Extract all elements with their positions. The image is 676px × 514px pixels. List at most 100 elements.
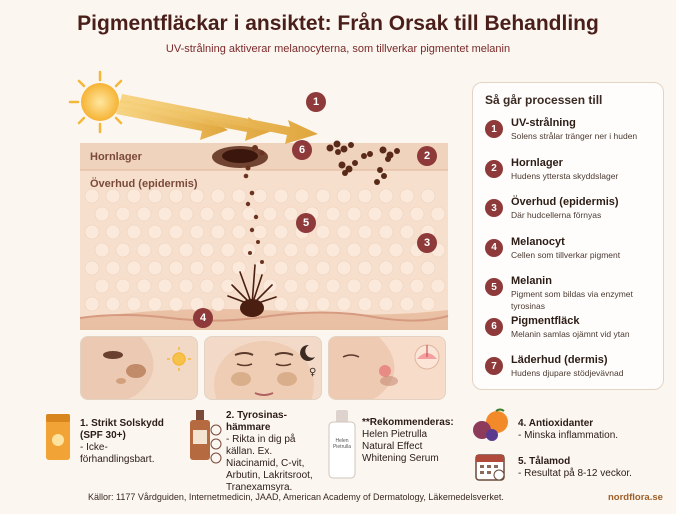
skin-cell	[84, 188, 100, 204]
skin-cell	[157, 206, 173, 222]
skin-cell	[126, 296, 142, 312]
skin-cell	[283, 278, 299, 294]
skin-cell	[178, 242, 194, 258]
skin-cell	[199, 278, 215, 294]
sun-icon	[68, 70, 132, 134]
tip-antioxidanter: 4. Antioxidanter - Minska inflammation.	[518, 418, 619, 441]
skin-cell	[399, 296, 415, 312]
skin-cell	[262, 242, 278, 258]
skin-cell	[189, 188, 205, 204]
skin-cell	[420, 188, 436, 204]
skin-cell	[409, 278, 425, 294]
skin-cell	[147, 296, 163, 312]
skin-cell	[357, 260, 373, 276]
skin-cell	[336, 224, 352, 240]
skin-cell	[346, 242, 362, 258]
serum-bottle-icon	[190, 410, 222, 464]
skin-cell	[304, 278, 320, 294]
skin-cell	[115, 206, 131, 222]
skin-cell	[273, 188, 289, 204]
skin-cell	[199, 242, 215, 258]
skin-cell	[84, 224, 100, 240]
skin-cell	[231, 224, 247, 240]
skin-cell	[126, 260, 142, 276]
tip-recommended: **Rekommenderas: Helen Pietrulla Natural…	[362, 417, 454, 464]
skin-cell	[105, 224, 121, 240]
skin-cell	[262, 206, 278, 222]
skin-cell	[283, 206, 299, 222]
skin-cell	[283, 242, 299, 258]
skin-cell	[178, 278, 194, 294]
melanin-trail	[243, 145, 265, 264]
skin-cell	[294, 296, 310, 312]
skin-cell	[210, 260, 226, 276]
skin-cell	[420, 296, 436, 312]
skin-cell	[430, 206, 446, 222]
skin-cell	[126, 224, 142, 240]
page-subtitle: UV-strålning aktiverar melanocyterna, so…	[165, 43, 511, 55]
skin-cell	[304, 242, 320, 258]
overhud-label: Överhud (epidermis)	[90, 178, 198, 190]
legend-item: 3 Överhud (epidermis)Där hudcellerna för…	[485, 196, 653, 236]
skin-cell	[147, 260, 163, 276]
skin-cell	[94, 206, 110, 222]
skin-cell	[241, 242, 257, 258]
skin-cell	[378, 296, 394, 312]
skin-cell	[294, 260, 310, 276]
skin-cell	[84, 260, 100, 276]
skin-cell	[210, 188, 226, 204]
skin-cell	[367, 206, 383, 222]
skin-cell	[168, 260, 184, 276]
moon-icon	[300, 344, 315, 361]
uv-rays	[116, 94, 318, 144]
marker-2: 2	[417, 146, 437, 166]
recommended-serum-bottle: Helen Pietrulla	[326, 410, 358, 480]
skin-cell	[273, 224, 289, 240]
skin-cell	[168, 224, 184, 240]
sun-icon	[167, 347, 191, 371]
skin-cell	[220, 278, 236, 294]
skin-cell	[325, 206, 341, 222]
skin-cell	[157, 278, 173, 294]
brand-link[interactable]: nordflora.se	[608, 492, 663, 503]
skin-cell	[231, 260, 247, 276]
skin-cell	[252, 188, 268, 204]
page-title: Pigmentfläckar i ansiktet: Från Orsak ti…	[77, 12, 599, 35]
skin-cell	[325, 242, 341, 258]
skin-cell	[147, 188, 163, 204]
skin-cell	[336, 260, 352, 276]
skin-cell	[105, 188, 121, 204]
inflamed-spot-photo	[328, 336, 446, 400]
skin-cell	[273, 260, 289, 276]
marker-6: 6	[292, 140, 312, 160]
skin-cell	[210, 296, 226, 312]
skin-cell	[409, 206, 425, 222]
skin-cell	[157, 242, 173, 258]
skin-cell	[136, 242, 152, 258]
skin-cell	[367, 242, 383, 258]
skin-cell	[346, 206, 362, 222]
skin-cell	[241, 206, 257, 222]
skin-cell	[105, 260, 121, 276]
skin-cell	[357, 296, 373, 312]
skin-cell	[168, 188, 184, 204]
tip-talamod: 5. Tålamod - Resultat på 8-12 veckor.	[518, 456, 632, 479]
skin-cell	[220, 206, 236, 222]
skin-cell	[388, 242, 404, 258]
cheek-spot-photo	[80, 336, 198, 400]
skin-cell	[315, 224, 331, 240]
melanin-clusters	[326, 140, 400, 185]
skin-cell	[399, 260, 415, 276]
skin-cell	[115, 278, 131, 294]
skin-cell	[136, 206, 152, 222]
sunscreen-tube-icon	[46, 414, 70, 460]
bottle-label: Helen Pietrulla	[332, 438, 352, 450]
skin-cell	[315, 296, 331, 312]
skin-cell	[199, 206, 215, 222]
skin-cell	[357, 224, 373, 240]
